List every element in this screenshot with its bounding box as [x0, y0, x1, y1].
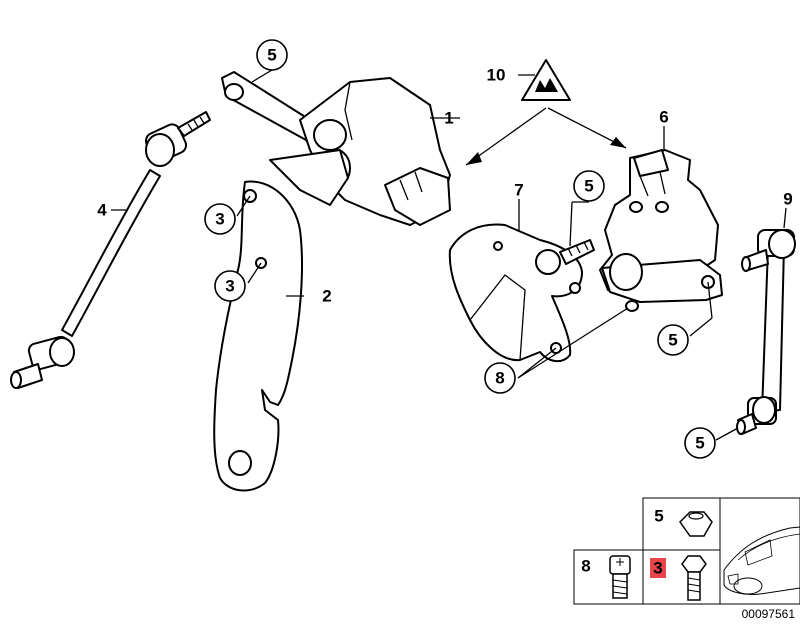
label-part-1: 1	[444, 109, 453, 128]
label-part-4: 4	[97, 201, 107, 220]
label-part-2: 2	[322, 287, 331, 306]
highlight-marker	[650, 558, 666, 578]
callout-number: 5	[668, 331, 677, 350]
part-6-sensor	[599, 149, 723, 312]
label-part-7: 7	[514, 181, 523, 200]
leader-lines	[111, 69, 787, 441]
legend-label-5: 5	[654, 507, 663, 526]
callout-5-right-middle: 5	[657, 324, 689, 356]
part-4-link-rod	[10, 111, 211, 389]
hardware-legend: 5 8 3 00097561	[573, 497, 800, 621]
callout-5-right-upper: 5	[573, 170, 605, 202]
label-part-10: 10	[487, 66, 506, 85]
callout-number: 5	[584, 177, 593, 196]
callout-number: 3	[225, 277, 234, 296]
callout-8: 8	[484, 362, 516, 394]
label-part-9: 9	[783, 190, 792, 209]
legend-label-3: 3	[653, 559, 662, 578]
callout-number: 8	[495, 369, 504, 388]
callout-number: 5	[267, 46, 276, 65]
nut-icon	[679, 511, 713, 537]
hex-bolt-icon	[681, 555, 707, 601]
part-9-link-rod	[736, 229, 796, 435]
callout-number: 5	[695, 434, 704, 453]
catalog-number: 00097561	[742, 607, 796, 621]
part-1-sensor	[221, 71, 451, 226]
car-silhouette-icon	[723, 526, 800, 595]
callout-5-right-lower: 5	[684, 427, 716, 459]
callout-number: 3	[215, 210, 224, 229]
callout-3-upper: 3	[204, 203, 236, 235]
label-part-6: 6	[659, 108, 668, 127]
callout-3-lower: 3	[214, 270, 246, 302]
callout-5-top: 5	[256, 39, 288, 71]
warning-triangle-icon	[521, 59, 571, 101]
part-7-bracket	[448, 223, 595, 363]
legend-label-8: 8	[581, 557, 590, 576]
socket-bolt-icon	[609, 555, 631, 599]
